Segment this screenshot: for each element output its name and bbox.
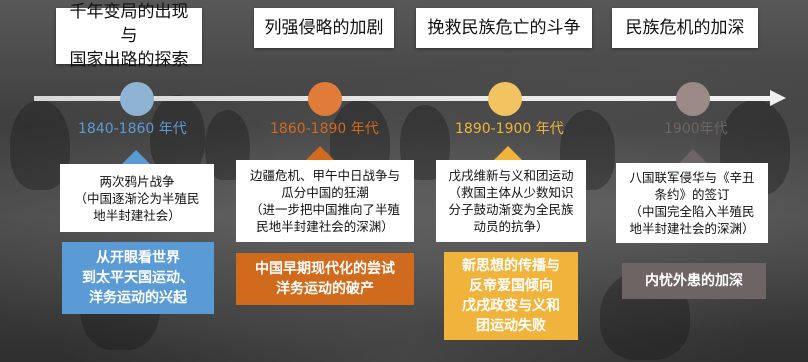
period-date: 1900年代 [664,121,728,137]
timeline-dot [308,82,342,116]
period-result: 从开眼看世界 到太平天国运动、 洋务运动的兴起 [62,242,214,314]
pointer-triangle [306,146,334,160]
period-title: 千年变局的出现与 国家出路的探索 [56,2,202,70]
period-title: 民族危机的加深 [612,8,758,48]
pointer-triangle [494,146,522,160]
period-description: 边疆危机、甲午中日战争与 瓜分中国的狂潮 （进一步把中国推向了半殖 民地半封建社… [236,160,414,242]
period-date: 1860-1890 年代 [270,121,379,137]
timeline-dot [120,82,154,116]
arrow-right-icon [770,90,786,106]
period-result: 内忧外患的加深 [622,263,766,299]
timeline-axis [34,96,774,101]
period-description: 八国联军侵华与《辛丑 条约》的签订 （中国完全陷入半殖民 地半封建社会的深渊） [616,163,768,243]
period-title: 列强侵略的加剧 [254,8,394,48]
timeline-dot [676,82,710,116]
period-result: 新思想的传播与 反帝爱国倾向 戊戌政变与义和 团运动失败 [444,252,578,340]
period-date: 1890-1900 年代 [455,121,564,137]
period-date: 1840-1860 年代 [78,121,187,137]
pointer-triangle [122,150,150,164]
period-description: 两次鸦片战争 （中国逐渐沦为半殖民 地半封建社会） [60,164,214,232]
pointer-triangle [679,149,707,163]
period-description: 戊戌维新与义和团运动 （救国主体从少数知识 分子鼓动渐变为全民族 动员的抗争） [436,160,586,242]
period-title: 挽救民族危亡的斗争 [416,8,592,48]
period-result: 中国早期现代化的尝试 洋务运动的破产 [236,253,414,305]
timeline-dot [488,82,522,116]
